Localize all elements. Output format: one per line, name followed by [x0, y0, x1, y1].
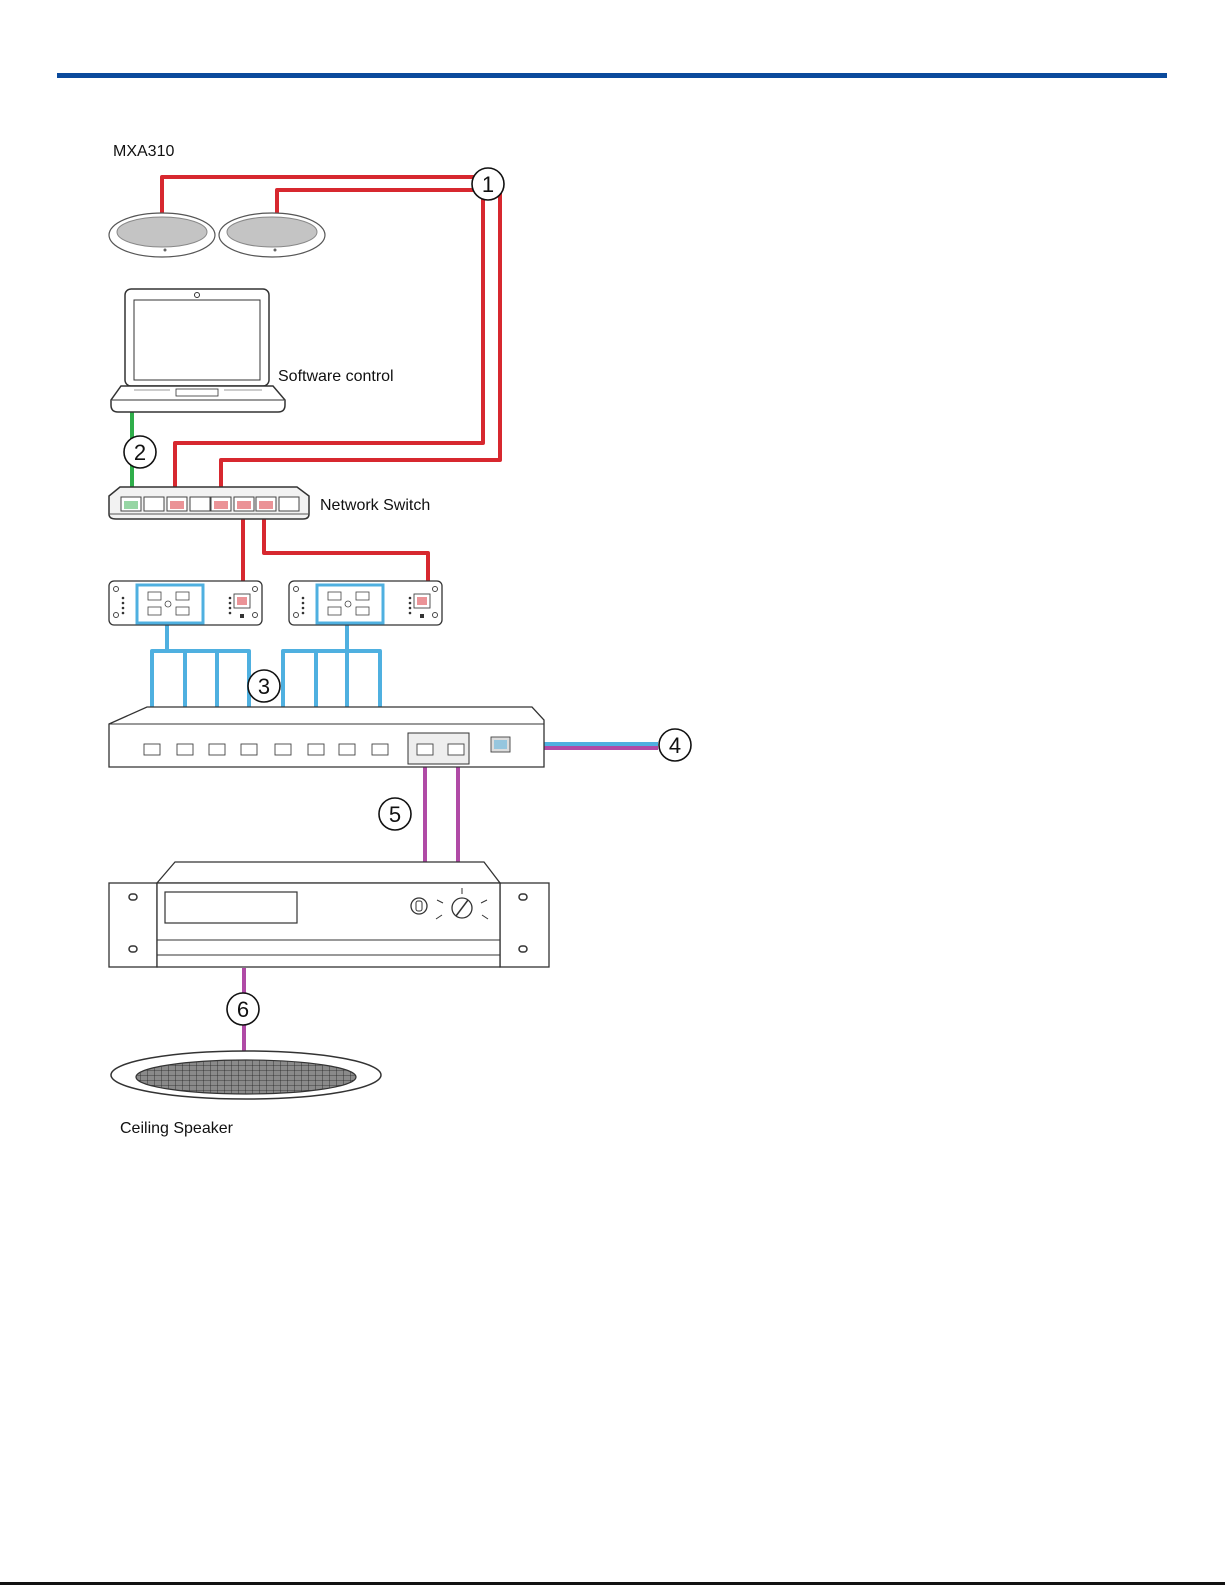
network-switch — [109, 487, 309, 519]
svg-text:4: 4 — [669, 733, 681, 758]
svg-text:2: 2 — [134, 440, 146, 465]
callout-3: 3 — [248, 670, 280, 702]
header-rule — [57, 73, 1167, 78]
callout-4: 4 — [659, 729, 691, 761]
audio-interface-2 — [289, 581, 442, 625]
laptop-label: Software control — [278, 368, 394, 385]
mxa310-mic-1 — [109, 213, 215, 257]
laptop-icon — [111, 289, 285, 412]
callout-5: 5 — [379, 798, 411, 830]
mics-label: MXA310 — [113, 143, 174, 160]
speaker-label: Ceiling Speaker — [120, 1120, 234, 1137]
callout-1: 1 — [472, 168, 504, 200]
audio-interface-1 — [109, 581, 262, 625]
svg-text:1: 1 — [482, 172, 494, 197]
mixer-unit — [109, 707, 544, 767]
callout-2: 2 — [124, 436, 156, 468]
amplifier — [109, 862, 549, 967]
switch-label: Network Switch — [320, 497, 430, 514]
callout-6: 6 — [227, 993, 259, 1025]
ceiling-speaker-icon — [111, 1051, 381, 1099]
svg-text:3: 3 — [258, 674, 270, 699]
svg-text:6: 6 — [237, 997, 249, 1022]
mxa310-mic-2 — [219, 213, 325, 257]
svg-text:5: 5 — [389, 802, 401, 827]
amplifier-display — [165, 892, 297, 923]
